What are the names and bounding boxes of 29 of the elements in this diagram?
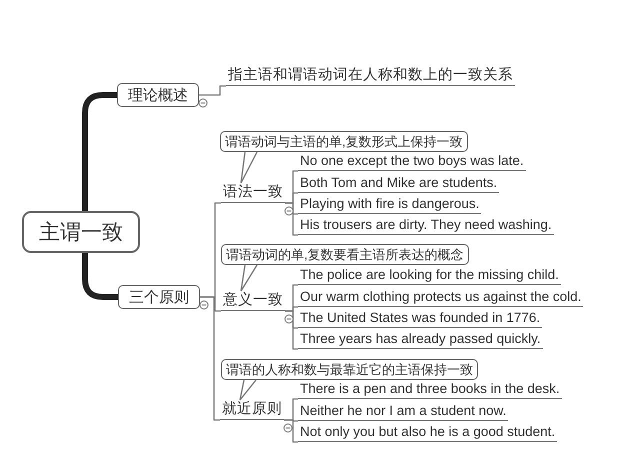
central-topic-box: 主谓一致 [22,211,140,253]
callout-pointer [240,151,258,184]
connector-line [284,419,298,443]
example-sentence: Three years has already passed quickly. [298,330,543,348]
branch-text: 语法一致 [221,183,285,202]
example-sentence: No one except the two boys was late. [298,152,526,170]
example-sentence: Not only you but also he is a good student. [298,423,558,442]
topic-box: 理论概述 [117,83,199,107]
callout-box: 谓语动词与主语的单,复数形式上保持一致 [220,131,468,152]
branch-text: 指主语和谓语动词在人称和数上的一致关系 [226,66,515,86]
connector-line [285,310,298,350]
branch-text: 意义一致 [221,291,285,310]
callout-pointer [240,264,258,292]
example-sentence: There is a pen and three books in the desk. [298,380,562,398]
example-sentence: Playing with fire is dangerous. [298,195,482,214]
connector-line [200,296,220,421]
example-sentence: The United States was founded in 1776. [298,309,542,328]
callout-box: 谓语的人称和数与最靠近它的主语保持一致 [221,359,478,380]
example-sentence: Both Tom and Mike are students. [298,174,500,192]
example-sentence: His trousers are dirty. They need washing. [298,216,554,234]
example-sentence: Our warm clothing protects us against the cold. [298,288,584,306]
callout-box: 谓语动词的单,复数要看主语所表达的概念 [221,244,469,265]
example-sentence: The police are looking for the missing child. [298,266,561,284]
branch-text: 就近原则 [220,400,284,420]
topic-box: 三个原则 [118,285,200,309]
connector-line [199,85,226,96]
connector-line [285,202,298,236]
callout-pointer [239,379,257,401]
example-sentence: Neither he nor I am a student now. [298,402,508,420]
